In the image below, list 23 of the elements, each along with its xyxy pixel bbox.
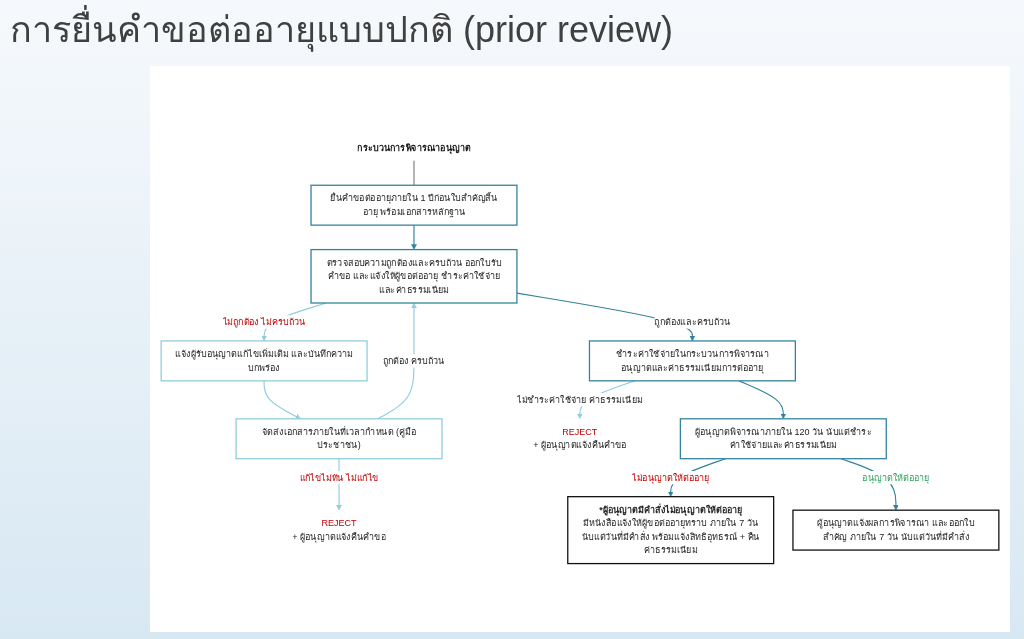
- node-box: [792, 509, 1000, 551]
- edge-label: ไม่ถูกต้อง ไม่ครบถ้วน: [222, 316, 306, 327]
- arrow: [411, 224, 417, 250]
- edge-label: ถูกต้อง ครบถ้วน: [383, 355, 445, 366]
- diagram-panel: ไม่ถูกต้อง ไม่ครบถ้วน ถูกต้อง ครบถ้วน ถูกต้องและครบถ้วน ไม่ชำระค่าใช้จ่าย ค่าธรรมเนียม แก้ไขไม่ทัน ไม่แก้ไข ไม่อนุญาตให้ต่ออายุ อนุญาตให้ต่ออายุ กระบวนการพิจารณาอนุญาต ยื่นคำขอต่ออายุภายใน 1 ปีก่อนใบสำคัญสิ้นอายุ พร้อมเอกสารหลักฐาน ตรวจสอบความถูกต้องและครบถ้วน ออกใบรับคำขอ และแจ้งให้ผู้ขอต่ออายุ ชำระค่าใช้จ่ายและค่าธรรมเนียม แจ้งผู้รับอนุญาตแก้ไขเพิ่มเติม และบันทึกความบกพร่อง จัดส่งเอกสารภายในที่เวลากำหนด (คู่มือประชาชน) ชำระค่าใช้จ่ายในกระบวนการพิจารณาอนุญาตและค่าธรรมเนียมการต่ออายุ REJECT + ผู้อนุญาตแจ้งคืนคำขอ REJECT + ผู้อนุญาตแจ้งคืนคำขอ ผู้อนุญาตพิจารณาภายใน 120 วัน นับแต่ชำระค่าใช้จ่ายและค่าธรรมเนียม *ผู้อนุญาตมีคำสั่งไม่อนุญาตให้ต่ออายุ มีหนังสือแจ้งให้ผู้ขอต่ออายุทราบ ภายใน 7 วันนับแต่วันที่มีคำสั่ง พร้อมแจ้งสิทธิอุทธรณ์ + คืนค่าธรรมเนียม ผู้อนุญาตแจ้งผลการพิจารณา และออกใบสำคัญ ภายใน 7 วัน นับแต่วันที่มีคำสั่ง: [150, 66, 1010, 632]
- edge-label: ไม่อนุญาตให้ต่ออายุ: [632, 472, 710, 483]
- node-text: กระบวนการพิจารณาอนุญาต: [357, 142, 471, 153]
- node-box: [160, 340, 368, 382]
- connector: [413, 160, 415, 186]
- node-text: REJECT + ผู้อนุญาตแจ้งคืนคำขอ: [292, 517, 386, 542]
- node-box: [235, 418, 443, 460]
- node-box: [567, 496, 775, 565]
- edge-label: ไม่ชำระค่าใช้จ่าย ค่าธรรมเนียม: [517, 394, 643, 405]
- arrow: [738, 380, 787, 420]
- edge-label: อนุญาตให้ต่ออายุ: [862, 472, 930, 483]
- edge-label: ถูกต้องและครบถ้วน: [654, 316, 731, 327]
- node-box: [310, 184, 518, 226]
- node-box: [588, 340, 796, 382]
- edge-label: แก้ไขไม่ทัน ไม่แก้ไข: [299, 472, 379, 483]
- node-box: [310, 248, 518, 304]
- node-box: [679, 418, 887, 460]
- node-text: REJECT + ผู้อนุญาตแจ้งคืนคำขอ: [533, 426, 627, 451]
- arrow: [263, 380, 301, 420]
